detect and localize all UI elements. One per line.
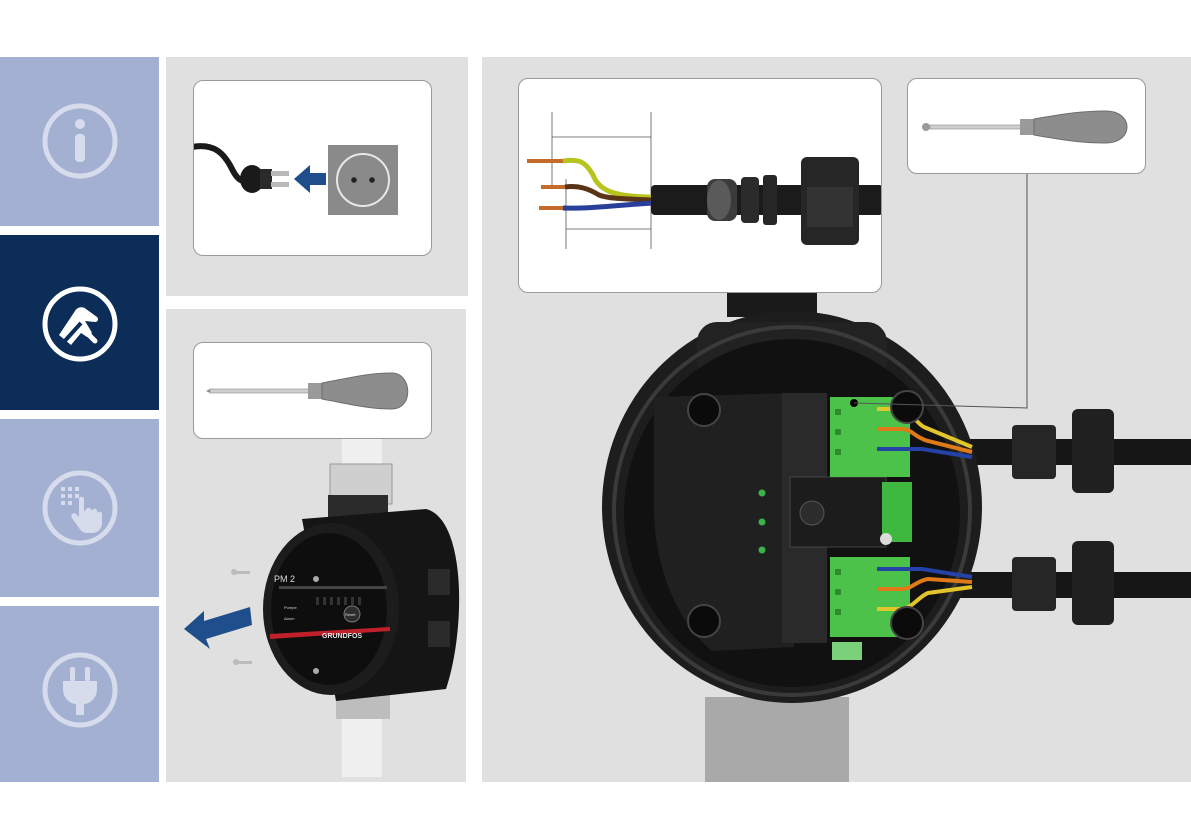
power-plug-icon <box>41 651 119 729</box>
tool-card-screwdriver-right <box>907 78 1146 174</box>
tool-card-screwdriver-left <box>193 342 432 439</box>
cable-strip-lengths <box>519 79 881 292</box>
illustration-cable-strip <box>518 78 882 293</box>
model-label: PM 2 <box>274 574 295 584</box>
info-icon <box>41 102 119 180</box>
touch-keypad-icon <box>41 469 119 547</box>
led-label-pump: Pumpe <box>284 605 297 610</box>
nav-item-installation[interactable] <box>0 235 159 410</box>
nav-item-electrical[interactable] <box>0 606 159 782</box>
led-label-alarm: Alarm <box>284 616 295 621</box>
unplug-arrow-icon <box>294 165 326 193</box>
reset-label: Reset <box>345 612 356 617</box>
illustration-unplug <box>193 80 432 256</box>
remove-cover-arrow-icon <box>184 607 252 649</box>
nav-item-info[interactable] <box>0 57 159 226</box>
brand-label: GRUNDFOS <box>322 633 362 640</box>
nav-item-operation[interactable] <box>0 419 159 597</box>
unplug-power-icon <box>194 81 431 255</box>
installation-hand-icon <box>41 285 119 363</box>
screwdriver-icon <box>194 343 431 438</box>
screwdriver-icon <box>908 79 1145 173</box>
